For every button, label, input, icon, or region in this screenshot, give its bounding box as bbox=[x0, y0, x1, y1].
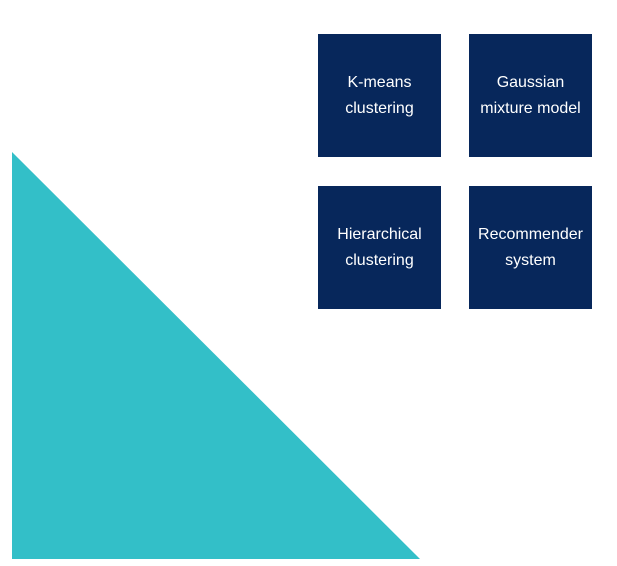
recommender-system-label: Recommender system bbox=[478, 225, 583, 269]
gaussian-mixture-model-label: Gaussian mixture model bbox=[480, 73, 581, 117]
recommender-system-box: Recommender system bbox=[469, 186, 592, 309]
teal-triangle bbox=[12, 152, 420, 559]
hierarchical-clustering-box: Hierarchical clustering bbox=[318, 186, 441, 309]
kmeans-clustering-label: K-means clustering bbox=[345, 73, 414, 117]
gaussian-mixture-model-box: Gaussian mixture model bbox=[469, 34, 592, 157]
hierarchical-clustering-label: Hierarchical clustering bbox=[337, 225, 422, 269]
kmeans-clustering-box: K-means clustering bbox=[318, 34, 441, 157]
